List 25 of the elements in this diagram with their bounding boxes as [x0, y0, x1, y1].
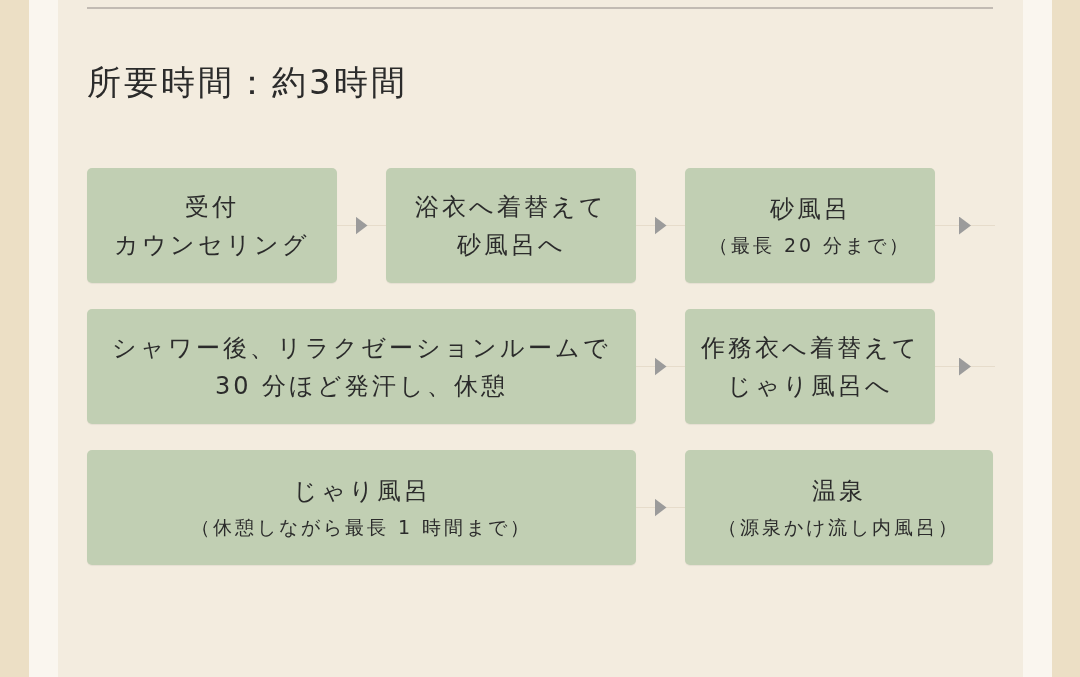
process-box [685, 168, 935, 283]
process-box [685, 309, 935, 424]
step-text: 砂風呂 [769, 193, 851, 225]
arrow [934, 216, 996, 235]
arrow [635, 357, 686, 376]
step-note: （源泉かけ流し内風呂） [718, 514, 960, 540]
arrow [635, 216, 686, 235]
process-box [87, 309, 636, 424]
step-text: 作務衣へ着替えてじゃり風呂へ [699, 332, 921, 402]
step-text: じゃり風呂 [292, 475, 431, 507]
process-box [87, 450, 636, 565]
process-box [87, 168, 337, 283]
step-text: 受付 [185, 191, 239, 223]
title: 所要時間：約3時間 [87, 62, 408, 102]
step-text: シャワー後、リラクゼーションルームで30 分ほど発汗し、休憩 [111, 332, 612, 402]
step-text: 浴衣へ着替えて砂風呂へ [414, 191, 608, 261]
step-note: （最長 20 分まで） [708, 232, 912, 258]
arrow [934, 357, 996, 376]
step-text: 温泉 [812, 475, 866, 507]
step-text: カウンセリング [114, 229, 310, 261]
process-box [685, 450, 993, 565]
arrow [635, 498, 686, 517]
step-note: （休憩しながら最長 1 時間まで） [190, 514, 533, 540]
arrow [336, 216, 387, 235]
process-box [386, 168, 636, 283]
